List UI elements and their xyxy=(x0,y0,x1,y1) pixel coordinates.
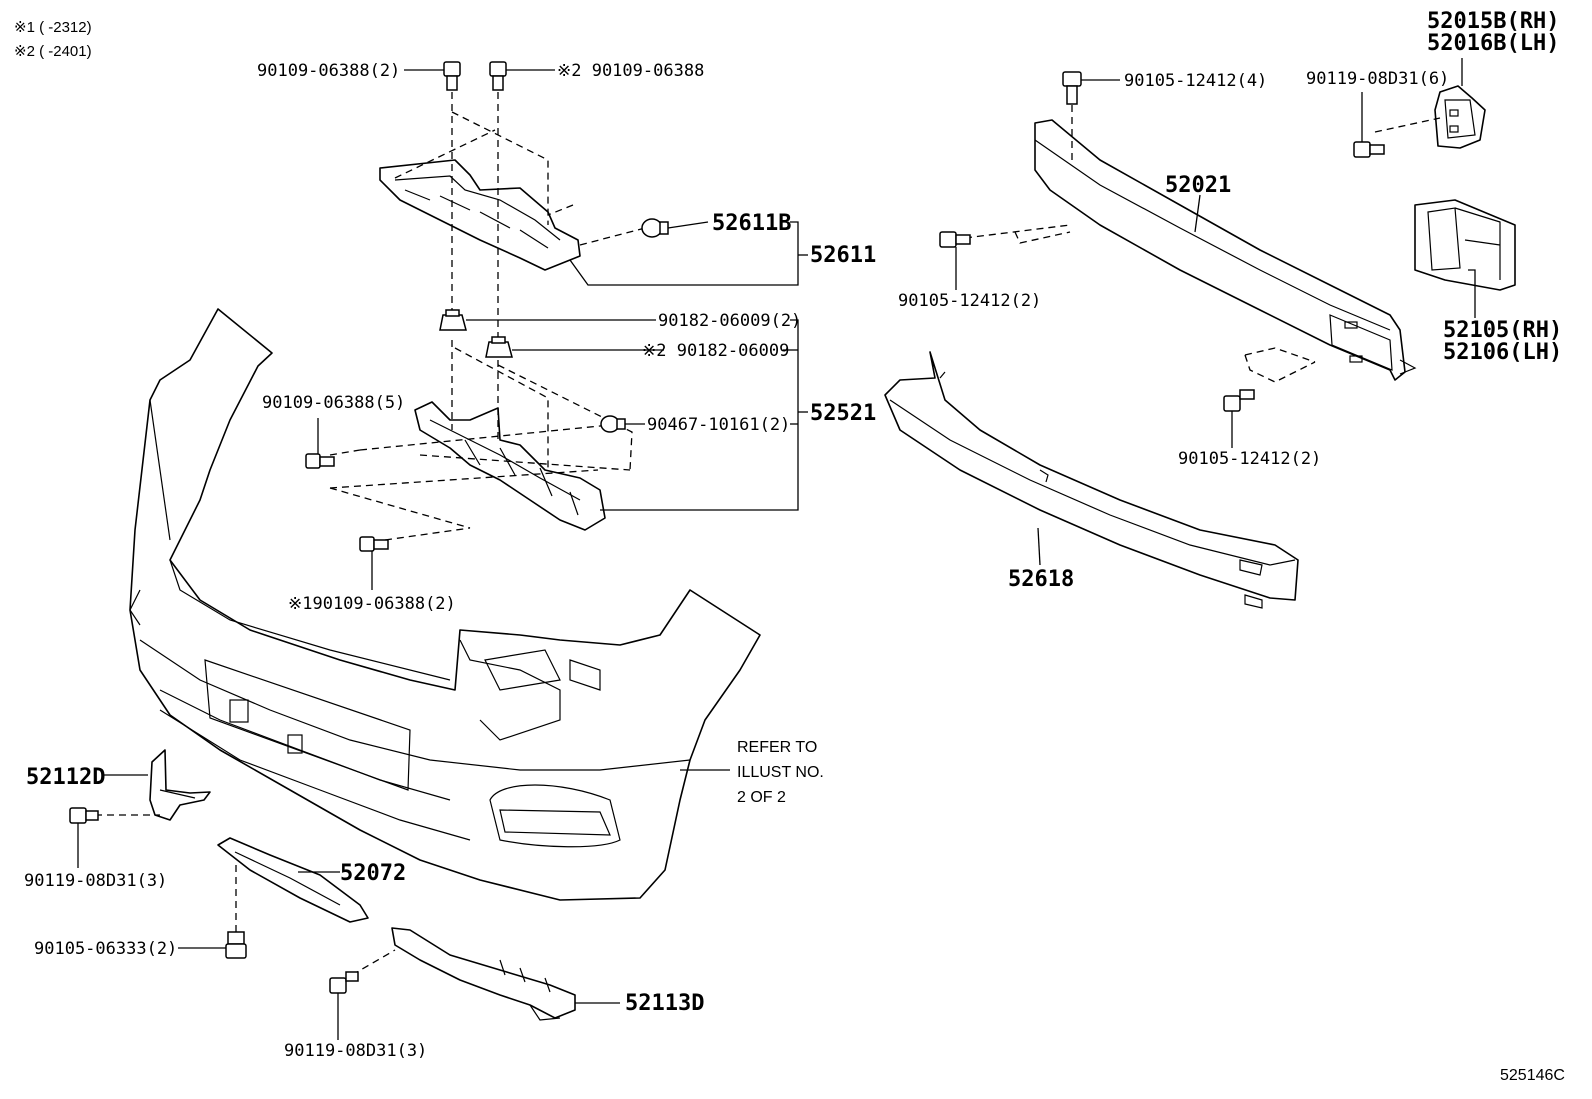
nut-90182-06009-n2 xyxy=(485,336,513,358)
label-90109-06388-5: 90109-06388(5) xyxy=(262,393,405,413)
label-52521: 52521 xyxy=(810,401,876,426)
label-90105-06333-2: 90105-06333(2) xyxy=(34,939,177,959)
bolt-90109-06388-top-left xyxy=(443,61,461,91)
label-52113D: 52113D xyxy=(625,991,704,1016)
label-52611B: 52611B xyxy=(712,211,791,236)
leader-lines xyxy=(77,58,1476,1040)
refer-line-1: REFER TO xyxy=(737,739,817,756)
label-90119-08D31-6: 90119-08D31(6) xyxy=(1306,69,1449,89)
refer-line-3: 2 OF 2 xyxy=(737,789,786,806)
side-bracket-52105 xyxy=(1414,199,1516,291)
label-90105-12412-2a: 90105-12412(2) xyxy=(898,291,1041,311)
legend-note-2: ※2 ( -2401) xyxy=(14,43,92,60)
label-52112D: 52112D xyxy=(26,765,105,790)
bolt-90119-08D31-6 xyxy=(1353,141,1385,158)
label-52015B-RH: 52015B(RH) xyxy=(1427,9,1559,34)
label-90105-12412-2b: 90105-12412(2) xyxy=(1178,449,1321,469)
clip-90467-10161 xyxy=(600,415,626,433)
refer-line-2: ILLUST NO. xyxy=(737,764,824,781)
bolt-90105-12412-2a xyxy=(939,231,971,248)
bolt-90109-06388-n1 xyxy=(359,536,389,552)
label-52105-RH: 52105(RH) xyxy=(1443,318,1562,343)
nut-90182-06009 xyxy=(439,309,467,331)
assembly-dashed-lines xyxy=(95,92,1441,976)
bolt-90109-06388-top-right xyxy=(489,61,507,91)
bolt-90105-12412-4 xyxy=(1062,71,1082,105)
label-90109-06388-2: 90109-06388(2) xyxy=(257,61,400,81)
label-90182-06009-2: 90182-06009(2) xyxy=(658,311,801,331)
bracket-52113D xyxy=(391,927,576,1021)
label-n2-90182-06009: ※2 90182-06009 xyxy=(642,341,789,361)
label-90119-08D31-3a: 90119-08D31(3) xyxy=(24,871,167,891)
absorber-52618 xyxy=(884,351,1299,609)
reinforcement-52021 xyxy=(1034,119,1417,381)
front-bumper-cover xyxy=(129,308,761,901)
bolt-90119-08D31-3a xyxy=(69,807,99,824)
plate-52072 xyxy=(217,837,369,923)
bolt-90109-06388-5 xyxy=(305,453,335,469)
bolt-90105-12412-2b xyxy=(1223,389,1255,412)
label-n2-90109-06388: ※2 90109-06388 xyxy=(557,61,704,81)
label-52021: 52021 xyxy=(1165,173,1231,198)
label-52618: 52618 xyxy=(1008,567,1074,592)
label-52072: 52072 xyxy=(340,861,406,886)
bolt-90105-06333-2 xyxy=(225,931,247,959)
legend-note-1: ※1 ( -2312) xyxy=(14,19,92,36)
side-bracket-52015B xyxy=(1434,85,1486,149)
label-90467-10161-2: 90467-10161(2) xyxy=(647,415,790,435)
bracket-52112D xyxy=(149,749,211,821)
label-90119-08D31-3b: 90119-08D31(3) xyxy=(284,1041,427,1061)
illustration-code: 525146C xyxy=(1500,1067,1565,1084)
upper-shield-52611 xyxy=(379,159,581,271)
label-52106-LH: 52106(LH) xyxy=(1443,340,1562,365)
clip-52611B xyxy=(641,218,669,238)
label-n1-90109-06388-2: ※190109-06388(2) xyxy=(288,594,456,614)
bolt-90119-08D31-3b xyxy=(329,971,359,994)
label-52016B-LH: 52016B(LH) xyxy=(1427,31,1559,56)
label-90105-12412-4: 90105-12412(4) xyxy=(1124,71,1267,91)
label-52611: 52611 xyxy=(810,243,876,268)
